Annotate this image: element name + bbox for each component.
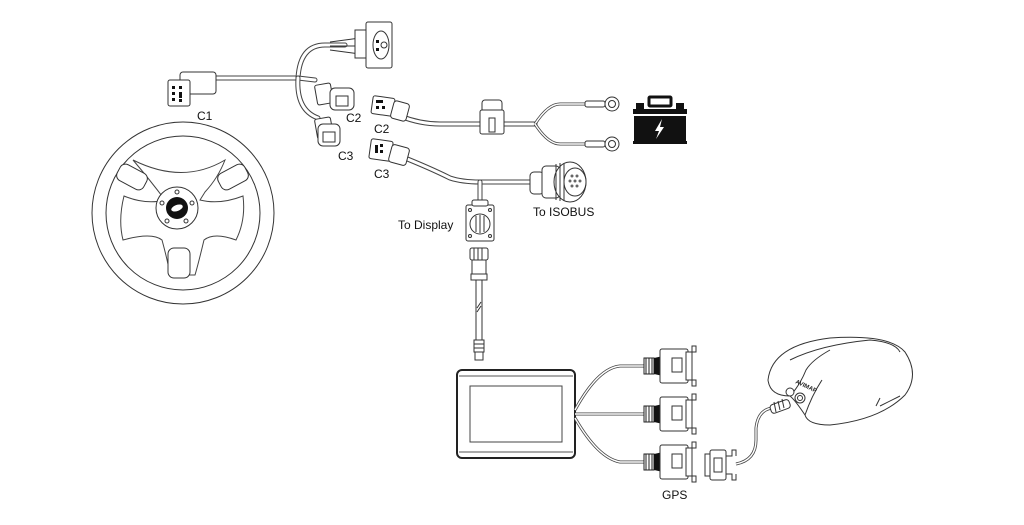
label-to-isobus: To ISOBUS [533, 205, 594, 219]
display-socket [465, 199, 495, 242]
power-harness: C2 [370, 95, 620, 152]
label-c2-power: C2 [374, 122, 390, 136]
serial-connector-gps [643, 441, 697, 483]
label-c2-main: C2 [346, 111, 362, 125]
label-c3-isobus: C3 [374, 167, 390, 181]
gps-receiver-icon: AVIMAP [767, 336, 913, 426]
serial-connector-1 [643, 345, 697, 387]
label-c1: C1 [197, 109, 213, 123]
label-c3-main: C3 [338, 149, 354, 163]
display-unit-icon [456, 369, 576, 459]
connector-c1 [167, 71, 217, 107]
battery-icon [633, 95, 687, 144]
display-extension-cable [469, 247, 489, 361]
gps-cable [704, 398, 791, 481]
lightning-icon [655, 119, 664, 139]
connector-power-socket [354, 21, 393, 69]
serial-connector-2 [643, 393, 697, 435]
main-harness: C1 C2 C3 [167, 21, 393, 163]
connector-c3-isobus [368, 138, 410, 166]
display-cables [573, 364, 645, 464]
isobus-connector [529, 161, 587, 203]
connector-c2-power [370, 95, 410, 122]
isobus-harness: C3 To ISOBUS To Display [368, 138, 594, 242]
steering-wheel-icon [91, 121, 275, 305]
label-to-display: To Display [398, 218, 453, 232]
connector-c2-main [314, 82, 355, 111]
connector-c3-main [314, 116, 341, 147]
label-gps: GPS [662, 488, 687, 502]
